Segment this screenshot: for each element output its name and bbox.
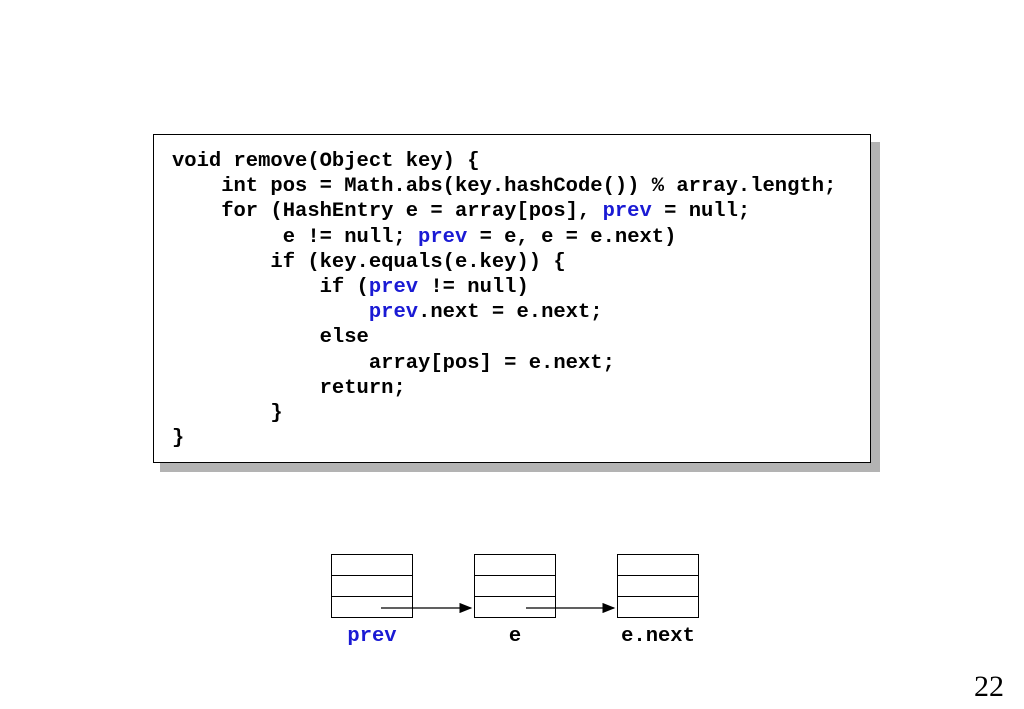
node-next-field — [332, 597, 412, 618]
node-next-field — [618, 597, 698, 618]
code-line: } — [172, 426, 836, 451]
node-label-e-next: e.next — [621, 625, 695, 648]
code-token: for (HashEntry e = array[pos], — [172, 200, 603, 224]
list-node-e — [474, 554, 556, 618]
list-node-e-next — [617, 554, 699, 618]
code-token: return; — [172, 376, 406, 400]
code-line: int pos = Math.abs(key.hashCode()) % arr… — [172, 174, 836, 199]
code-token: } — [172, 401, 283, 425]
code-token: .next = e.next; — [418, 301, 603, 325]
code-token — [172, 301, 369, 324]
code-token: int pos = Math.abs(key.hashCode()) % arr… — [172, 175, 837, 199]
node-next-field — [475, 597, 555, 618]
page-number: 22 — [974, 670, 1004, 703]
node-field — [618, 555, 698, 576]
code-token-highlight: prev — [418, 225, 468, 249]
code-line: } — [172, 401, 836, 426]
code-token: else — [172, 326, 369, 350]
code-token: array[pos] = e.next; — [172, 351, 615, 375]
code-token: } — [172, 427, 185, 451]
code-line: else — [172, 325, 836, 350]
code-line: if (key.equals(e.key)) { — [172, 250, 836, 275]
code-listing: void remove(Object key) { int pos = Math… — [172, 149, 836, 451]
node-field — [475, 576, 555, 597]
code-token: if (key.equals(e.key)) { — [172, 250, 566, 274]
code-token-highlight: prev — [602, 200, 652, 224]
code-token-highlight: prev — [368, 275, 419, 299]
node-field — [475, 555, 555, 576]
code-token: e != null; — [172, 225, 419, 249]
node-label-prev: prev — [347, 625, 397, 648]
code-line: void remove(Object key) { — [172, 149, 836, 174]
code-token: = e, e = e.next) — [467, 225, 677, 249]
code-line: e != null; prev = e, e = e.next) — [172, 225, 836, 250]
node-field — [618, 576, 698, 597]
code-token: != null) — [418, 275, 529, 299]
code-token: = null; — [651, 200, 751, 224]
code-token: if ( — [172, 275, 369, 299]
code-box: void remove(Object key) { int pos = Math… — [153, 134, 871, 463]
code-line: return; — [172, 376, 836, 401]
node-field — [332, 576, 412, 597]
code-line: array[pos] = e.next; — [172, 351, 836, 376]
code-token: void remove(Object key) { — [172, 150, 480, 173]
code-token-highlight: prev — [368, 301, 419, 325]
node-field — [332, 555, 412, 576]
code-line: prev.next = e.next; — [172, 300, 836, 325]
list-node-prev — [331, 554, 413, 618]
node-label-e: e — [508, 625, 522, 648]
code-line: if (prev != null) — [172, 275, 836, 300]
code-line: for (HashEntry e = array[pos], prev = nu… — [172, 199, 836, 224]
